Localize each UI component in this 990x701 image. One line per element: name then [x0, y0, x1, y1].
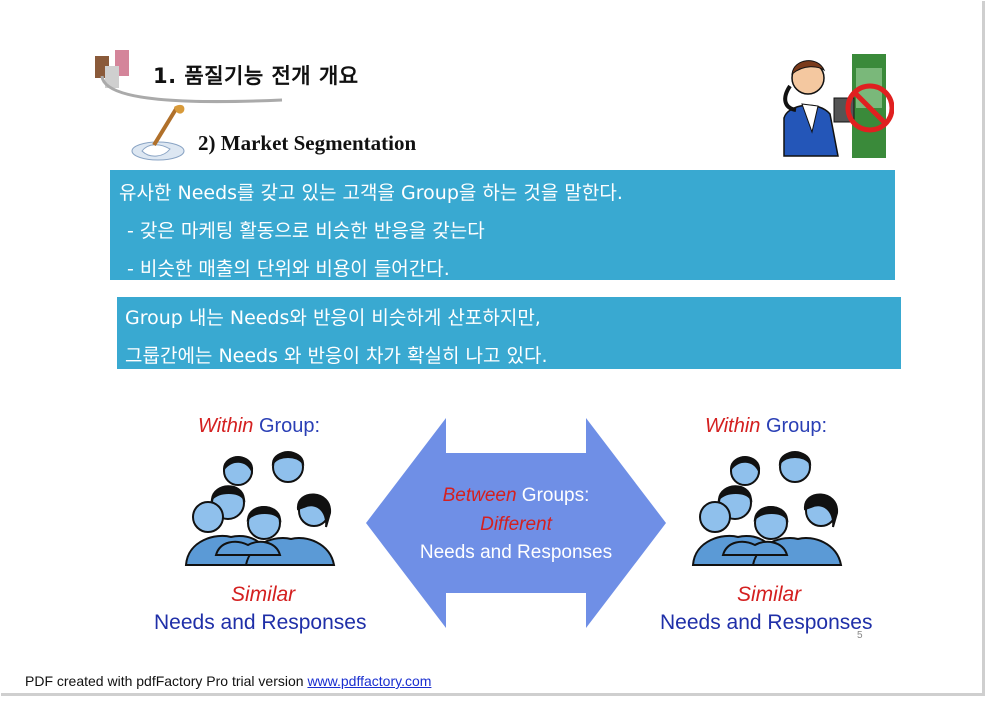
phone-man-no-phone-icon	[783, 54, 894, 158]
definition-box: 유사한 Needs를 갖고 있는 고객을 Group을 하는 것을 말한다. -…	[110, 170, 895, 280]
right-similar-text: Similar	[737, 583, 802, 606]
left-similar-text: Similar	[231, 583, 296, 606]
groups-text: Groups:	[516, 485, 590, 506]
section-subtitle: 2) Market Segmentation	[198, 131, 417, 155]
left-group-text: Group:	[253, 415, 321, 437]
right-within-text: Within	[705, 415, 761, 437]
left-within-group-label: Within Group:	[198, 415, 320, 438]
arrow-needs-text: Needs and Responses	[419, 542, 613, 563]
double-arrow-icon	[366, 418, 666, 628]
title-deco-icon	[95, 50, 129, 88]
right-within-group-label: Within Group:	[705, 415, 827, 438]
definition-line-1: 유사한 Needs를 갖고 있는 고객을 Group을 하는 것을 말한다.	[119, 182, 623, 204]
explanation-box: Group 내는 Needs와 반응이 비슷하게 산포하지만, 그룹간에는 Ne…	[117, 297, 901, 369]
footer-link[interactable]: www.pdffactory.com	[307, 673, 432, 689]
left-within-text: Within	[198, 415, 254, 437]
explanation-line-1: Group 내는 Needs와 반응이 비슷하게 산포하지만,	[125, 307, 541, 329]
definition-line-2: - 갖은 마케팅 활동으로 비슷한 반응을 갖는다	[127, 220, 485, 242]
right-needs-text: Needs and Responses	[660, 611, 873, 634]
footer: PDF created with pdfFactory Pro trial ve…	[25, 673, 431, 689]
footer-text: PDF created with pdfFactory Pro trial ve…	[25, 673, 308, 689]
explanation-line-2: 그룹간에는 Needs 와 반응이 차가 확실히 나고 있다.	[125, 345, 548, 367]
page-number: 5	[857, 630, 863, 641]
between-text: Between	[442, 485, 517, 506]
people-group-icon	[691, 451, 843, 566]
right-group-text: Group:	[760, 415, 828, 437]
definition-line-3: - 비슷한 매출의 단위와 비용이 들어간다.	[127, 258, 450, 280]
arrow-label: Between Groups: Different Needs and Resp…	[366, 418, 666, 628]
arrow-line-1: Between Groups:	[366, 485, 666, 507]
left-needs-text: Needs and Responses	[154, 611, 367, 634]
title-swoosh-icon	[100, 75, 283, 104]
paintbrush-icon	[131, 104, 185, 161]
different-text: Different	[480, 514, 552, 535]
people-group-icon	[184, 451, 336, 566]
page-title: 1. 품질기능 전개 개요	[153, 64, 359, 88]
